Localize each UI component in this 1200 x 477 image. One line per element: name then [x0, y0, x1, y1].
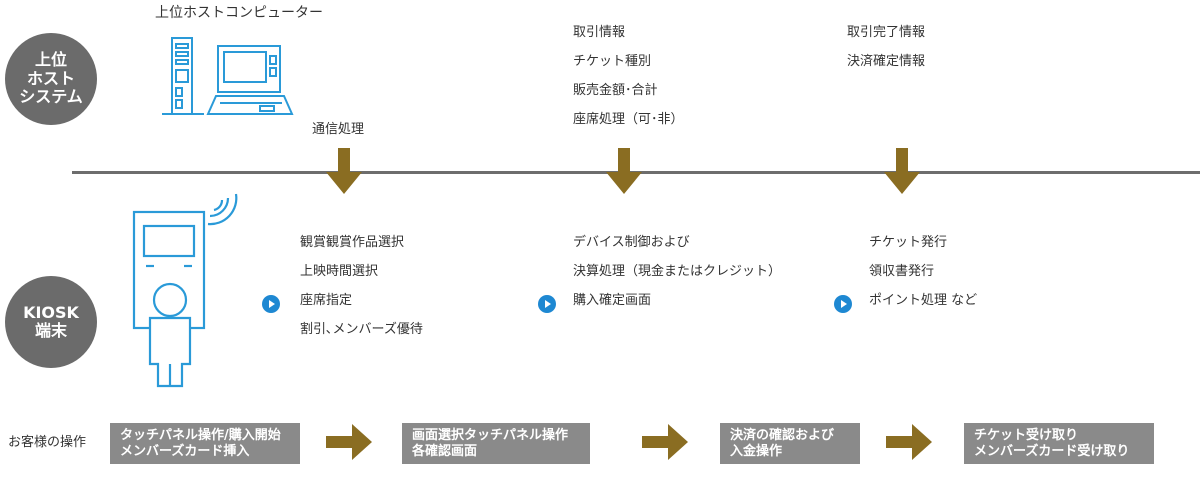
info-item: 取引完了情報 — [847, 25, 926, 40]
kiosk-steps-issue: チケット発行 領収書発行 ポイント処理 など — [869, 233, 977, 320]
op-line: 入金操作 — [730, 444, 783, 459]
info-item: 販売金額･合計 — [573, 83, 658, 98]
host-computer-title: 上位ホストコンピューター — [155, 5, 323, 21]
info-item: 決済確定情報 — [847, 54, 926, 69]
kiosk-label: KIOSK 端末 — [5, 276, 97, 368]
step-item: 観賞観賞作品選択 — [300, 235, 405, 250]
info-item: 座席処理（可･非） — [573, 112, 684, 127]
kiosk-terminal-icon — [132, 193, 238, 388]
step-item: 購入確定画面 — [573, 293, 652, 308]
op-line: メンバーズカード受け取り — [974, 444, 1130, 459]
down-arrow-icon — [326, 148, 362, 194]
step-item: 上映時間選択 — [300, 264, 379, 279]
step-item: デバイス制御および — [573, 235, 690, 250]
info-item: 取引情報 — [573, 25, 626, 40]
down-arrow-icon — [606, 148, 642, 194]
step-item: 座席指定 — [300, 293, 353, 308]
customer-op-box: 決済の確認および 入金操作 — [720, 423, 860, 464]
play-circle-icon — [262, 295, 280, 313]
right-arrow-icon — [326, 424, 372, 460]
down-arrow-icon — [884, 148, 920, 194]
comm-process-label: 通信処理 — [312, 122, 365, 137]
op-line: チケット受け取り — [974, 428, 1079, 443]
completion-info: 取引完了情報 決済確定情報 — [847, 23, 925, 81]
play-circle-icon — [834, 295, 852, 313]
op-line: タッチパネル操作/購入開始 — [120, 428, 281, 443]
play-circle-icon — [538, 295, 556, 313]
customer-op-box: タッチパネル操作/購入開始 メンバーズカード挿入 — [110, 423, 300, 464]
right-arrow-icon — [642, 424, 688, 460]
kiosk-steps-selection: 観賞観賞作品選択 上映時間選択 座席指定 割引､メンバーズ優待 — [300, 233, 423, 349]
step-item: チケット発行 — [869, 235, 948, 250]
transaction-info: 取引情報 チケット種別 販売金額･合計 座席処理（可･非） — [573, 23, 684, 139]
op-line: 決済の確認および — [730, 428, 835, 443]
customer-ops-label: お客様の操作 — [8, 435, 87, 450]
info-item: チケット種別 — [573, 54, 652, 69]
host-system-label: 上位 ホスト システム — [5, 33, 97, 125]
right-arrow-icon — [886, 424, 932, 460]
step-item: 割引､メンバーズ優待 — [300, 322, 423, 337]
step-item: 決算処理（現金またはクレジット） — [573, 264, 782, 279]
op-line: 画面選択タッチパネル操作 — [412, 428, 569, 443]
op-line: 各確認画面 — [412, 444, 478, 459]
op-line: メンバーズカード挿入 — [120, 444, 250, 459]
customer-op-box: チケット受け取り メンバーズカード受け取り — [964, 423, 1154, 464]
step-item: ポイント処理 など — [869, 293, 978, 308]
step-item: 領収書発行 — [869, 264, 935, 279]
customer-op-box: 画面選択タッチパネル操作 各確認画面 — [402, 423, 590, 464]
kiosk-steps-payment: デバイス制御および 決算処理（現金またはクレジット） 購入確定画面 — [573, 233, 781, 320]
host-computer-icon — [162, 37, 294, 115]
